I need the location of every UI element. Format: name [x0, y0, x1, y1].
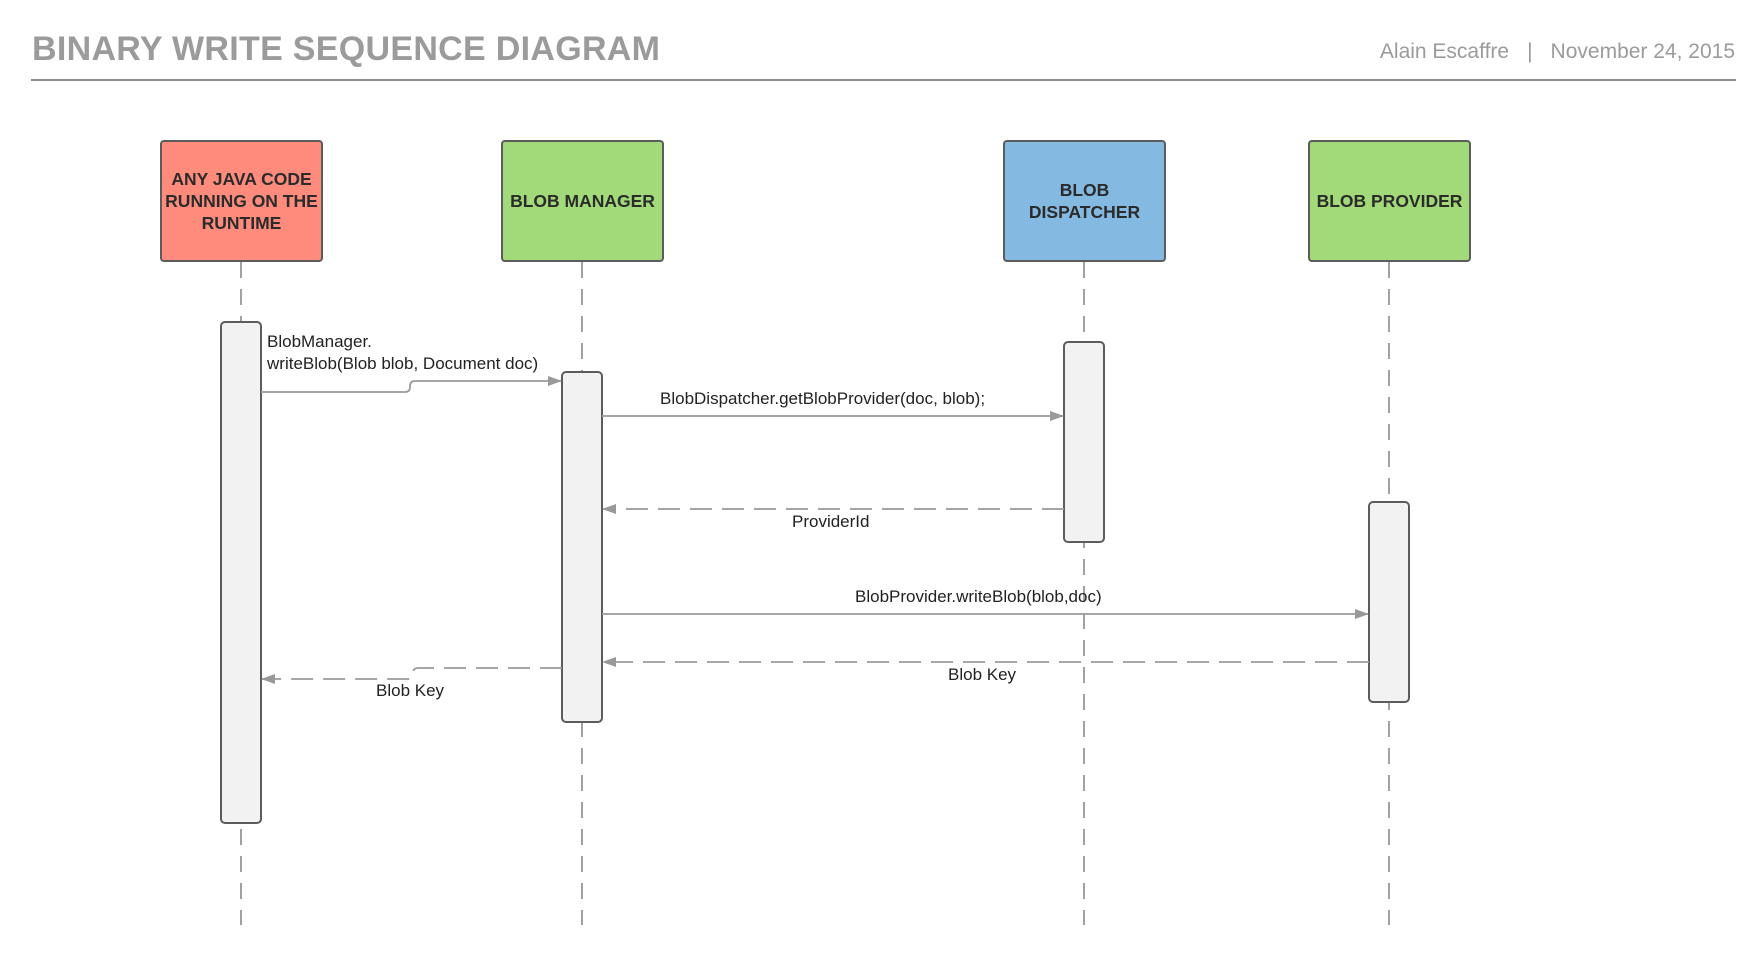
participant-blob-manager: BLOB MANAGER — [501, 140, 664, 262]
activation-java-code — [220, 321, 262, 824]
message-label-get-blob-provider: BlobDispatcher.getBlobProvider(doc, blob… — [660, 389, 986, 408]
message-label-blob-key-provider: Blob Key — [948, 665, 1017, 684]
message-label-write-blob-line2: writeBlob(Blob blob, Document doc) — [267, 354, 539, 373]
header-separator: | — [1527, 40, 1533, 63]
message-arrow-blob-key-manager — [261, 667, 562, 684]
message-label-write-blob-line1: BlobManager. — [267, 332, 372, 351]
participant-blob-dispatcher: BLOB DISPATCHER — [1003, 140, 1166, 262]
participant-blob-provider: BLOB PROVIDER — [1308, 140, 1471, 262]
diagram-date: November 24, 2015 — [1550, 40, 1735, 63]
header-divider — [31, 79, 1736, 81]
activation-blob-provider — [1368, 501, 1410, 703]
message-label-provider-id: ProviderId — [792, 512, 870, 531]
activation-blob-manager — [561, 371, 603, 723]
message-label-provider-write-blob: BlobProvider.writeBlob(blob,doc) — [855, 587, 1102, 606]
author-name: Alain Escaffre — [1379, 40, 1510, 63]
page-title: BINARY WRITE SEQUENCE DIAGRAM — [32, 30, 661, 68]
message-arrow-write-blob — [261, 376, 562, 393]
participant-java-code: ANY JAVA CODE RUNNING ON THE RUNTIME — [160, 140, 323, 262]
header-meta: Alain Escaffre | November 24, 2015 — [1380, 40, 1735, 64]
message-label-blob-key-manager: Blob Key — [376, 681, 445, 700]
activation-blob-dispatcher — [1063, 341, 1105, 543]
